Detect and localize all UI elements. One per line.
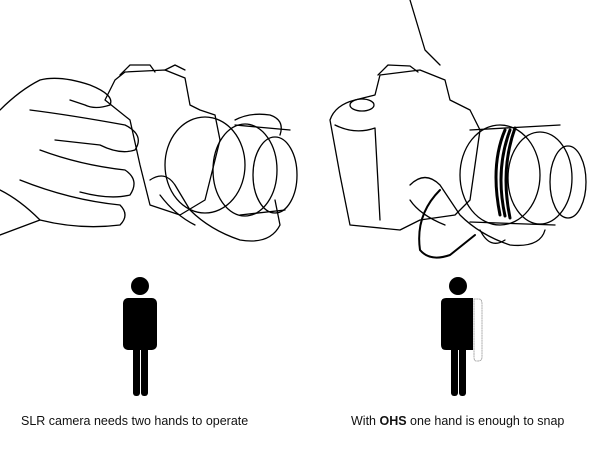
right-camera-ohs-drawing: [329, 0, 587, 259]
person-pictogram-right: [441, 277, 483, 396]
caption-one-hand: With OHS one hand is enough to snap: [351, 414, 564, 428]
ohs-brand: OHS: [379, 414, 407, 428]
person-pictogram-left: [123, 277, 157, 396]
caption-suffix: one hand is enough to snap: [406, 414, 565, 428]
left-camera-two-hands-drawing: [0, 64, 298, 242]
caption-two-hands: SLR camera needs two hands to operate: [21, 414, 249, 428]
missing-arm-outline: [473, 298, 483, 362]
caption-prefix: With: [351, 414, 380, 428]
